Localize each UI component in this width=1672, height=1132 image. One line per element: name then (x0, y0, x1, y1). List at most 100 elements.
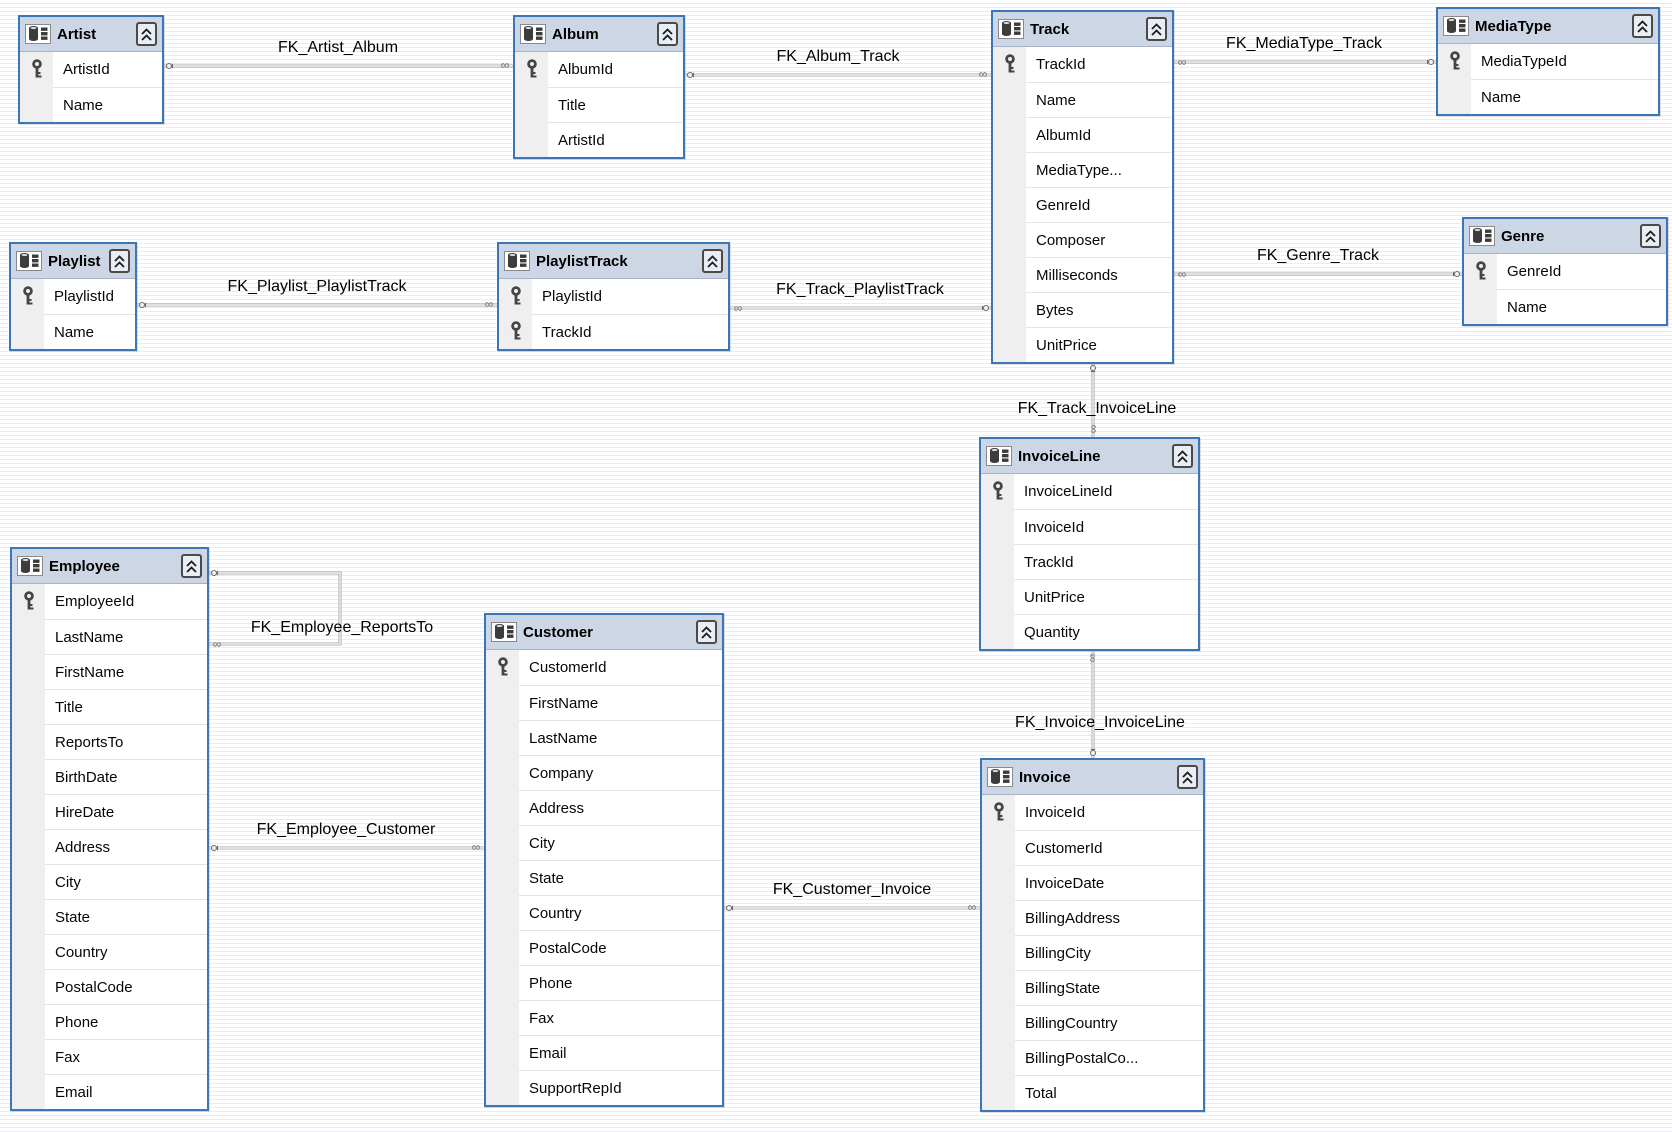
column-row-city[interactable]: City (486, 825, 722, 860)
relationship-label-fk-artist-album[interactable]: FK_Artist_Album (277, 39, 399, 56)
table-header[interactable]: Invoice (982, 760, 1203, 795)
column-row-artistid[interactable]: ArtistId (515, 122, 683, 157)
relationship-label-fk-invoice-invoiceline[interactable]: FK_Invoice_InvoiceLine (1015, 714, 1185, 731)
relationship-fk-track-playlisttrack[interactable]: ∞ (730, 301, 991, 315)
column-row-trackid[interactable]: TrackId (499, 314, 728, 349)
collapse-button[interactable] (136, 22, 157, 46)
column-row-address[interactable]: Address (12, 829, 207, 864)
column-row-birthdate[interactable]: BirthDate (12, 759, 207, 794)
column-row-genreid[interactable]: GenreId (993, 187, 1172, 222)
column-row-invoicedate[interactable]: InvoiceDate (982, 865, 1203, 900)
column-row-unitprice[interactable]: UnitPrice (981, 579, 1198, 614)
column-row-invoicelineid[interactable]: InvoiceLineId (981, 474, 1198, 509)
table-header[interactable]: Employee (12, 549, 207, 584)
column-row-trackid[interactable]: TrackId (993, 47, 1172, 82)
column-row-customerid[interactable]: CustomerId (486, 650, 722, 685)
collapse-button[interactable] (109, 249, 130, 273)
column-row-supportrepid[interactable]: SupportRepId (486, 1070, 722, 1105)
column-row-composer[interactable]: Composer (993, 222, 1172, 257)
column-row-milliseconds[interactable]: Milliseconds (993, 257, 1172, 292)
relationship-label-fk-employee-reportsto[interactable]: FK_Employee_ReportsTo (250, 619, 434, 636)
column-row-genreid[interactable]: GenreId (1464, 254, 1666, 289)
column-row-billingaddress[interactable]: BillingAddress (982, 900, 1203, 935)
table-header[interactable]: MediaType (1438, 9, 1658, 44)
column-row-unitprice[interactable]: UnitPrice (993, 327, 1172, 362)
column-row-mediatype[interactable]: MediaType... (993, 152, 1172, 187)
relationship-label-fk-album-track[interactable]: FK_Album_Track (776, 48, 900, 65)
relationship-label-fk-customer-invoice[interactable]: FK_Customer_Invoice (772, 881, 932, 898)
column-row-lastname[interactable]: LastName (12, 619, 207, 654)
collapse-button[interactable] (696, 620, 717, 644)
column-row-total[interactable]: Total (982, 1075, 1203, 1110)
column-row-name[interactable]: Name (1464, 289, 1666, 324)
relationship-fk-track-invoiceline[interactable]: ∞ (1086, 363, 1100, 437)
column-row-postalcode[interactable]: PostalCode (12, 969, 207, 1004)
table-header[interactable]: Playlist (11, 244, 135, 279)
collapse-button[interactable] (1177, 765, 1198, 789)
column-row-name[interactable]: Name (993, 82, 1172, 117)
column-row-billingstate[interactable]: BillingState (982, 970, 1203, 1005)
table-header[interactable]: Artist (20, 17, 162, 52)
relationship-label-fk-track-invoiceline[interactable]: FK_Track_InvoiceLine (1017, 400, 1177, 417)
column-row-billingcity[interactable]: BillingCity (982, 935, 1203, 970)
column-row-billingpostalco[interactable]: BillingPostalCo... (982, 1040, 1203, 1075)
column-row-albumid[interactable]: AlbumId (515, 52, 683, 87)
column-row-company[interactable]: Company (486, 755, 722, 790)
relationship-label-fk-playlist-playlisttrack[interactable]: FK_Playlist_PlaylistTrack (227, 278, 407, 295)
column-row-email[interactable]: Email (12, 1074, 207, 1109)
column-row-firstname[interactable]: FirstName (12, 654, 207, 689)
table-header[interactable]: InvoiceLine (981, 439, 1198, 474)
column-row-lastname[interactable]: LastName (486, 720, 722, 755)
column-row-billingcountry[interactable]: BillingCountry (982, 1005, 1203, 1040)
column-row-hiredate[interactable]: HireDate (12, 794, 207, 829)
column-row-state[interactable]: State (12, 899, 207, 934)
relationship-label-fk-mediatype-track[interactable]: FK_MediaType_Track (1226, 35, 1382, 52)
column-row-employeeid[interactable]: EmployeeId (12, 584, 207, 619)
column-row-albumid[interactable]: AlbumId (993, 117, 1172, 152)
table-header[interactable]: Track (993, 12, 1172, 47)
table-header[interactable]: Album (515, 17, 683, 52)
column-row-bytes[interactable]: Bytes (993, 292, 1172, 327)
collapse-button[interactable] (1146, 17, 1167, 41)
column-row-invoiceid[interactable]: InvoiceId (982, 795, 1203, 830)
column-row-mediatypeid[interactable]: MediaTypeId (1438, 44, 1658, 79)
relationship-fk-mediatype-track[interactable]: ∞ (1174, 55, 1436, 69)
relationship-label-fk-track-playlisttrack[interactable]: FK_Track_PlaylistTrack (776, 281, 944, 298)
relationship-fk-album-track[interactable]: ∞ (685, 68, 991, 82)
column-row-reportsto[interactable]: ReportsTo (12, 724, 207, 759)
column-row-invoiceid[interactable]: InvoiceId (981, 509, 1198, 544)
table-header[interactable]: Genre (1464, 219, 1666, 254)
column-row-name[interactable]: Name (20, 87, 162, 122)
column-row-name[interactable]: Name (11, 314, 135, 349)
column-row-firstname[interactable]: FirstName (486, 685, 722, 720)
relationship-fk-artist-album[interactable]: ∞ (164, 59, 513, 73)
column-row-state[interactable]: State (486, 860, 722, 895)
relationship-fk-employee-customer[interactable]: ∞ (209, 841, 484, 855)
collapse-button[interactable] (657, 22, 678, 46)
relationship-fk-invoice-invoiceline[interactable]: ∞ (1086, 650, 1100, 758)
column-row-fax[interactable]: Fax (486, 1000, 722, 1035)
column-row-name[interactable]: Name (1438, 79, 1658, 114)
column-row-postalcode[interactable]: PostalCode (486, 930, 722, 965)
column-row-phone[interactable]: Phone (12, 1004, 207, 1039)
column-row-quantity[interactable]: Quantity (981, 614, 1198, 649)
relationship-fk-genre-track[interactable]: ∞ (1174, 267, 1462, 281)
table-header[interactable]: PlaylistTrack (499, 244, 728, 279)
column-row-playlistid[interactable]: PlaylistId (499, 279, 728, 314)
relationship-fk-customer-invoice[interactable]: ∞ (724, 901, 980, 915)
column-row-playlistid[interactable]: PlaylistId (11, 279, 135, 314)
relationship-label-fk-genre-track[interactable]: FK_Genre_Track (1256, 247, 1380, 264)
collapse-button[interactable] (702, 249, 723, 273)
collapse-button[interactable] (181, 554, 202, 578)
column-row-artistid[interactable]: ArtistId (20, 52, 162, 87)
